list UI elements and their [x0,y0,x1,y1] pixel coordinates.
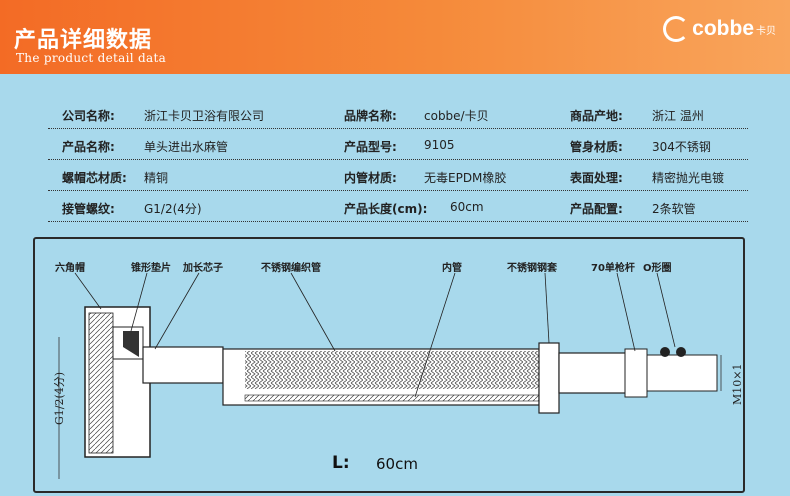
spec-row: 产品名称: 单头进出水麻管 产品型号: 9105 管身材质: 304不锈钢 [48,129,748,160]
leader-inner-tube [414,272,456,398]
spec-table: 公司名称: 浙江卡贝卫浴有限公司 品牌名称: cobbe/卡贝 商品产地: 浙江… [48,98,748,222]
long-core-shape [142,346,224,384]
spec-value-nut-core: 精铜 [144,171,169,185]
leader-gun-rod [616,272,636,352]
leader-o-ring [656,272,676,348]
logo-swirl-icon [663,16,690,42]
spec-label-product: 产品名称: [62,140,115,154]
brand-logo: cobbe 卡贝 [663,16,776,42]
spec-label-config: 产品配置: [570,202,623,216]
spec-label-finish: 表面处理: [570,171,623,185]
spec-value-finish: 精密抛光电镀 [652,171,725,185]
nut-thread-shape [88,312,114,454]
header-banner: 产品详细数据 The product detail data cobbe 卡贝 [0,0,790,74]
spec-row: 螺帽芯材质: 精铜 内管材质: 无毒EPDM橡胶 表面处理: 精密抛光电镀 [48,160,748,191]
logo-text: cobbe [692,17,754,40]
label-inner-tube: 内管 [442,263,462,274]
braid-pattern-shape [245,351,539,389]
right-thread-label: M10×1 [731,363,744,405]
steel-sleeve-shape [538,342,560,414]
length-label: L: [332,453,350,473]
spec-value-model: 9105 [424,138,455,152]
spec-label-model: 产品型号: [344,140,397,154]
spec-label-origin: 商品产地: [570,109,623,123]
spec-label-inner-tube: 内管材质: [344,171,397,185]
o-ring-2-shape [676,347,686,357]
spec-value-body-material: 304不锈钢 [652,140,711,154]
spec-value-inner-tube: 无毒EPDM橡胶 [424,171,507,185]
spec-row: 接管螺纹: G1/2(4分) 产品长度(cm): 60cm 产品配置: 2条软管 [48,191,748,222]
leader-cone-gasket [130,272,148,332]
leader-steel-sleeve [544,272,550,344]
length-value: 60cm [376,455,418,473]
inner-tube-shape [244,394,540,402]
logo-cn-text: 卡贝 [756,25,776,37]
spec-value-company: 浙江卡贝卫浴有限公司 [144,109,265,123]
spec-value-config: 2条软管 [652,202,696,216]
page-title: 产品详细数据 [14,28,153,53]
spec-value-product: 单头进出水麻管 [144,140,229,154]
label-cone-gasket: 锥形垫片 [131,263,171,274]
spec-label-brand: 品牌名称: [344,109,397,123]
spec-value-origin: 浙江 温州 [652,109,704,123]
hose-diagram: 六角帽 锥形垫片 加长芯子 不锈钢编织管 内管 不锈钢钢套 70单枪杆 O形圈 … [33,237,745,493]
spec-value-length: 60cm [450,200,484,214]
spec-row: 公司名称: 浙江卡贝卫浴有限公司 品牌名称: cobbe/卡贝 商品产地: 浙江… [48,98,748,129]
leader-braided-hose [290,272,336,352]
spec-label-company: 公司名称: [62,109,115,123]
rod-collar-shape [624,348,648,398]
leader-long-core [154,272,200,350]
label-o-ring: O形圈 [643,263,672,274]
page-subtitle: The product detail data [16,51,167,65]
hose-drawing [58,272,722,479]
label-braided-hose: 不锈钢编织管 [261,263,321,274]
spec-label-thread: 接管螺纹: [62,202,115,216]
spec-value-brand: cobbe/卡贝 [424,109,489,123]
spec-label-nut-core: 螺帽芯材质: [62,171,127,185]
rod-tip-shape [646,354,718,392]
label-long-core: 加长芯子 [183,263,223,274]
label-hex-cap: 六角帽 [55,263,85,274]
spec-value-thread: G1/2(4分) [144,202,202,216]
spec-label-length: 产品长度(cm): [344,202,428,216]
left-thread-label: G1/2(4分) [53,371,66,425]
label-gun-rod: 70单枪杆 [591,263,635,274]
label-steel-sleeve: 不锈钢钢套 [507,263,557,274]
o-ring-1-shape [660,347,670,357]
gasket-fill-shape [123,331,139,357]
leader-hex-cap [74,272,102,310]
spec-label-body-material: 管身材质: [570,140,623,154]
